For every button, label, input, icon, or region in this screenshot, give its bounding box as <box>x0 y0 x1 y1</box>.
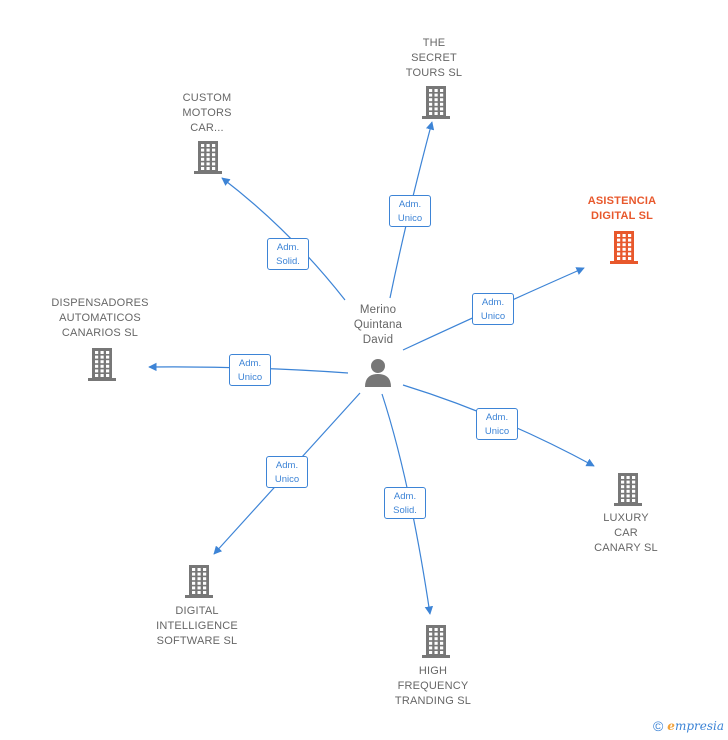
company-node-dispensadores[interactable] <box>86 347 118 386</box>
company-name-digital-intelligence[interactable]: DIGITAL INTELLIGENCE SOFTWARE SL <box>156 605 238 647</box>
relation-badge-digital-intelligence: Adm. Unico <box>266 456 308 488</box>
copyright-symbol: © <box>652 718 664 734</box>
company-node-asistencia-digital[interactable] <box>608 230 640 269</box>
relation-badge-high-frequency: Adm. Solid. <box>384 487 426 519</box>
company-node-custom-motors[interactable] <box>192 140 224 179</box>
footer-brand: © empresia <box>653 718 724 734</box>
relation-badge-custom-motors: Adm. Solid. <box>267 238 309 270</box>
company-name-custom-motors[interactable]: CUSTOM MOTORS CAR... <box>182 92 232 134</box>
company-name-luxury-car[interactable]: LUXURY CAR CANARY SL <box>594 512 658 554</box>
relation-badge-luxury-car: Adm. Unico <box>476 408 518 440</box>
building-icon <box>194 141 222 174</box>
relation-badge-dispensadores: Adm. Unico <box>229 354 271 386</box>
building-icon <box>422 625 450 658</box>
edge-custom-motors <box>221 177 346 301</box>
company-node-luxury-car[interactable] <box>612 472 644 511</box>
company-node-the-secret-tours[interactable] <box>420 85 452 124</box>
building-icon <box>185 565 213 598</box>
company-name-asistencia-digital[interactable]: ASISTENCIA DIGITAL SL <box>587 195 657 222</box>
relation-badge-asistencia-digital: Adm. Unico <box>472 293 514 325</box>
person-name[interactable]: Merino Quintana David <box>353 304 403 346</box>
company-name-high-frequency[interactable]: HIGH FREQUENCY TRANDING SL <box>394 665 472 707</box>
building-icon <box>422 86 450 119</box>
company-node-high-frequency[interactable] <box>420 624 452 663</box>
company-node-digital-intelligence[interactable] <box>183 564 215 603</box>
person-icon <box>365 359 391 387</box>
relation-badge-the-secret-tours: Adm. Unico <box>389 195 431 227</box>
building-icon <box>614 473 642 506</box>
building-icon <box>610 231 638 264</box>
company-name-the-secret-tours[interactable]: THE SECRET TOURS SL <box>405 37 463 79</box>
building-icon <box>88 348 116 381</box>
company-name-dispensadores[interactable]: DISPENSADORES AUTOMATICOS CANARIOS SL <box>51 297 149 339</box>
brand-logo: empresia <box>667 719 724 733</box>
person-node[interactable] <box>363 357 393 392</box>
